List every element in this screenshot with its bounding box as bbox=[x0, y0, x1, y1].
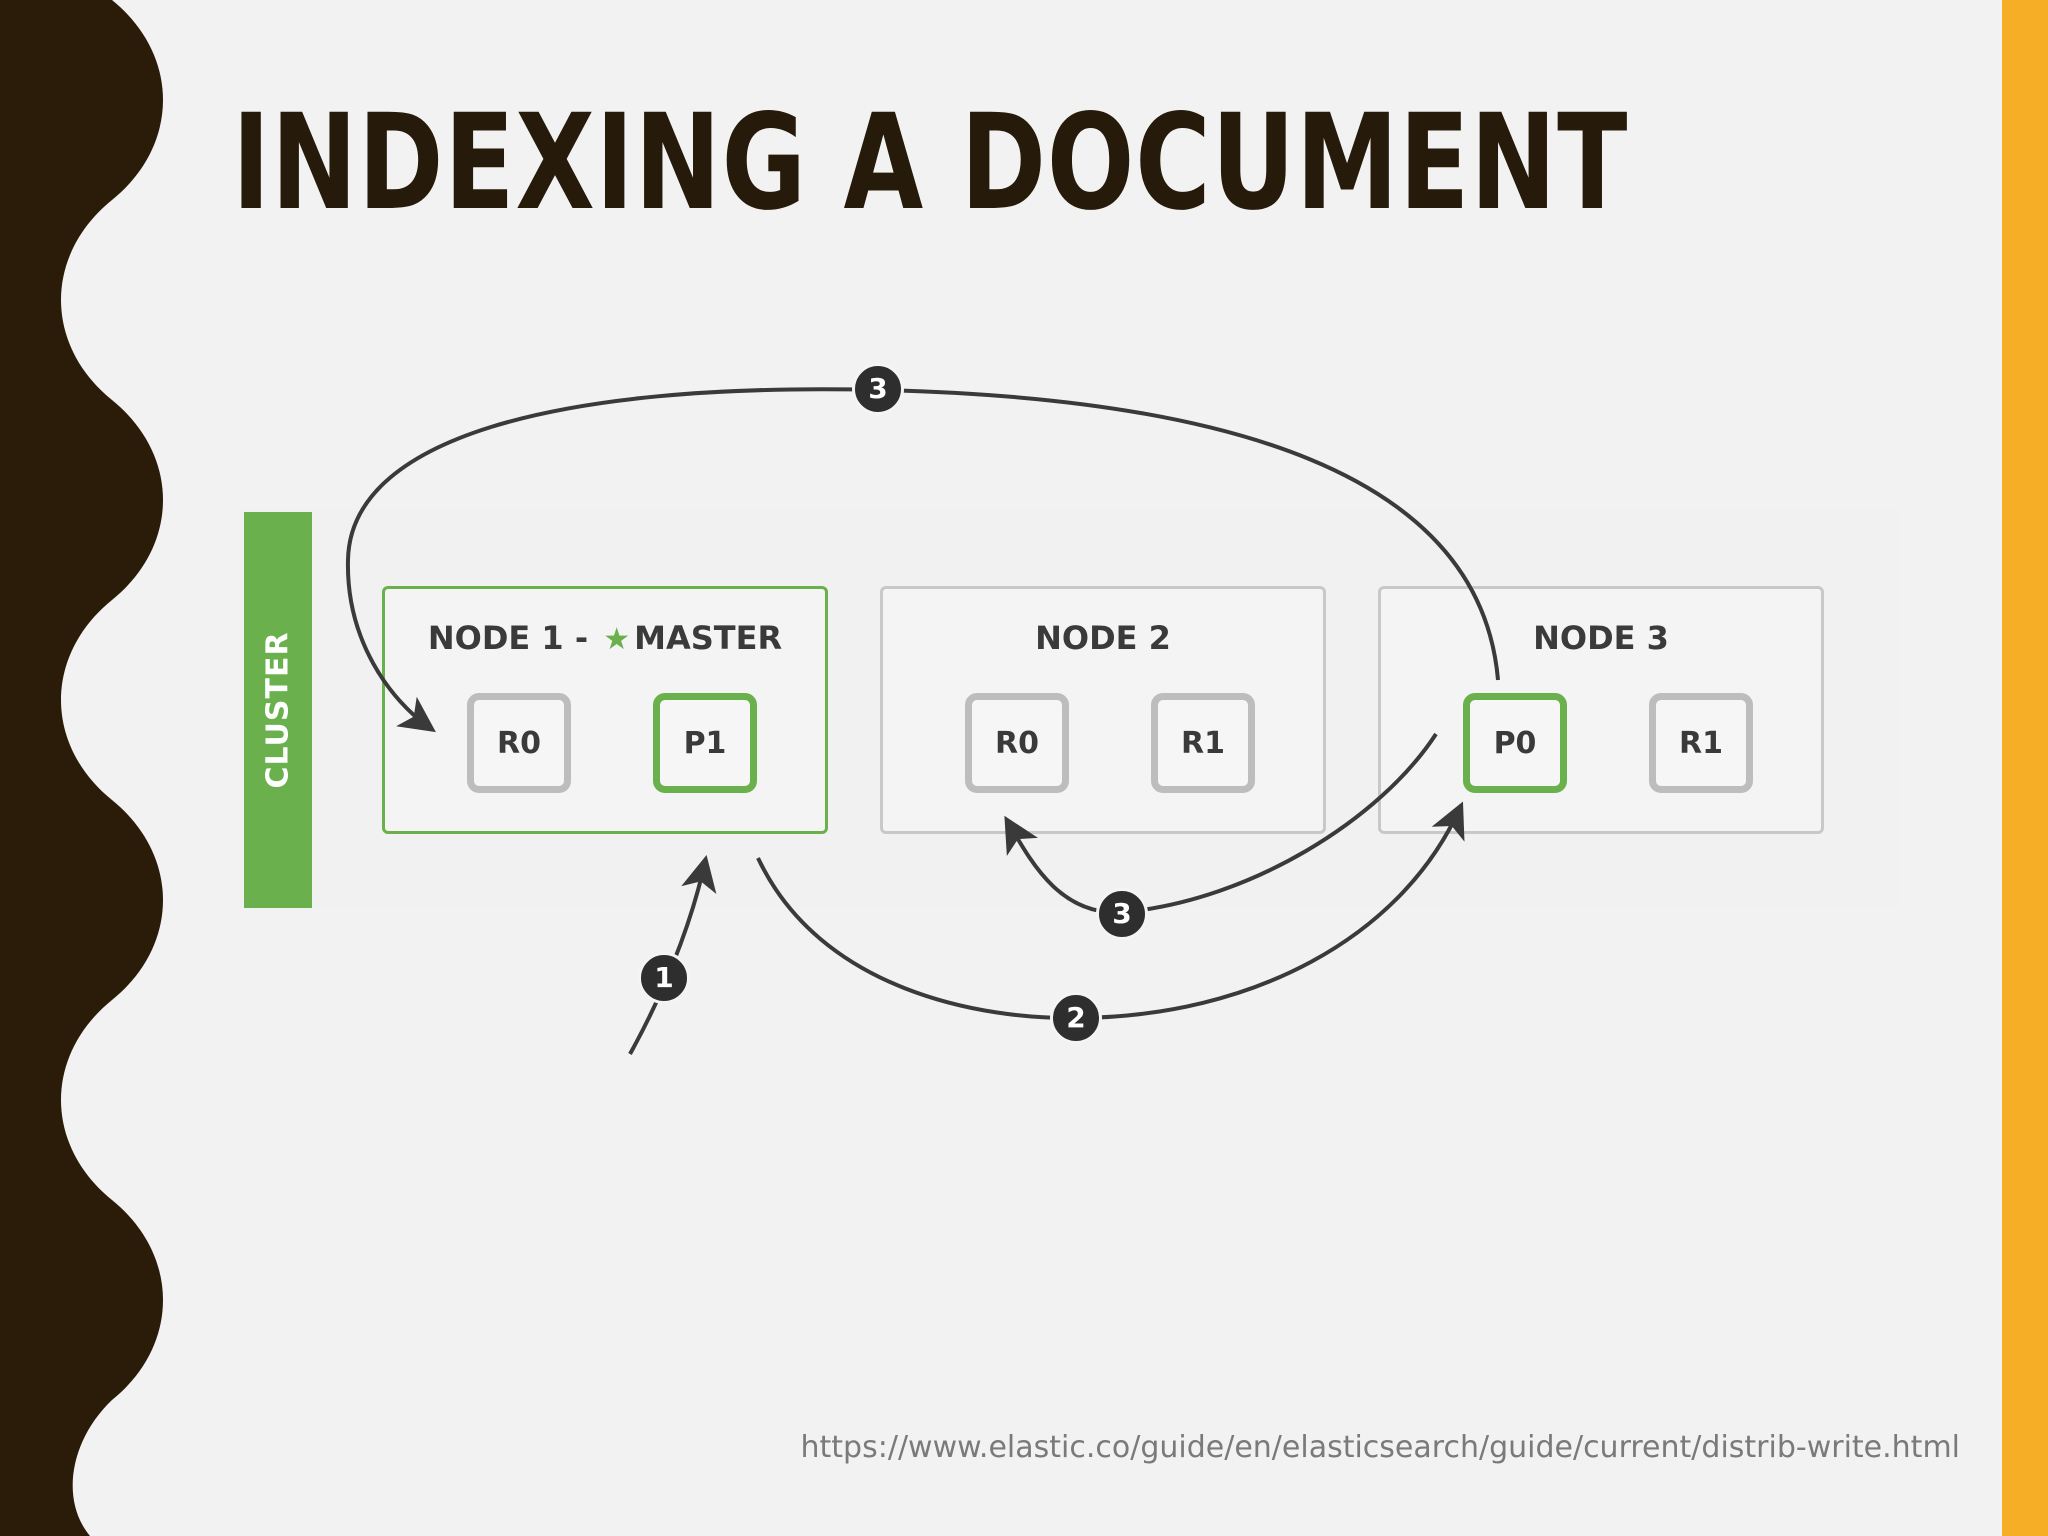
shard-replica-node-2-r1: R1 bbox=[1151, 693, 1255, 793]
node-1-box: NODE 1 - ★MASTER R0 P1 bbox=[382, 586, 828, 834]
cluster-label: CLUSTER bbox=[260, 631, 296, 789]
node-2-title: NODE 2 bbox=[1035, 619, 1171, 657]
slide-title: INDEXING A DOCUMENT bbox=[232, 86, 1629, 240]
cluster-bar bbox=[244, 512, 312, 908]
star-icon: ★ bbox=[603, 622, 631, 657]
right-accent-band bbox=[2002, 0, 2048, 1536]
shard-primary-node-3: P0 bbox=[1463, 693, 1567, 793]
wavy-band-shape bbox=[0, 0, 163, 1536]
node-2-box: NODE 2 R0 R1 bbox=[880, 586, 1326, 834]
step-2-badge: 2 bbox=[1050, 992, 1102, 1044]
step-3-bottom-badge: 3 bbox=[1096, 888, 1148, 940]
node-1-title-suffix: MASTER bbox=[634, 619, 783, 657]
shard-replica-node-2-r0: R0 bbox=[965, 693, 1069, 793]
shard-replica-node-3: R1 bbox=[1649, 693, 1753, 793]
shard-replica-node-1: R0 bbox=[467, 693, 571, 793]
step-3-top-badge: 3 bbox=[852, 363, 904, 415]
node-3-title: NODE 3 bbox=[1533, 619, 1669, 657]
source-url: https://www.elastic.co/guide/en/elastics… bbox=[800, 1430, 1960, 1465]
step-1-badge: 1 bbox=[638, 952, 690, 1004]
left-wavy-band bbox=[0, 0, 163, 1536]
node-1-title: NODE 1 - ★MASTER bbox=[385, 619, 825, 657]
node-3-box: NODE 3 P0 R1 bbox=[1378, 586, 1824, 834]
node-1-title-prefix: NODE 1 - bbox=[427, 619, 589, 657]
shard-primary-node-1: P1 bbox=[653, 693, 757, 793]
